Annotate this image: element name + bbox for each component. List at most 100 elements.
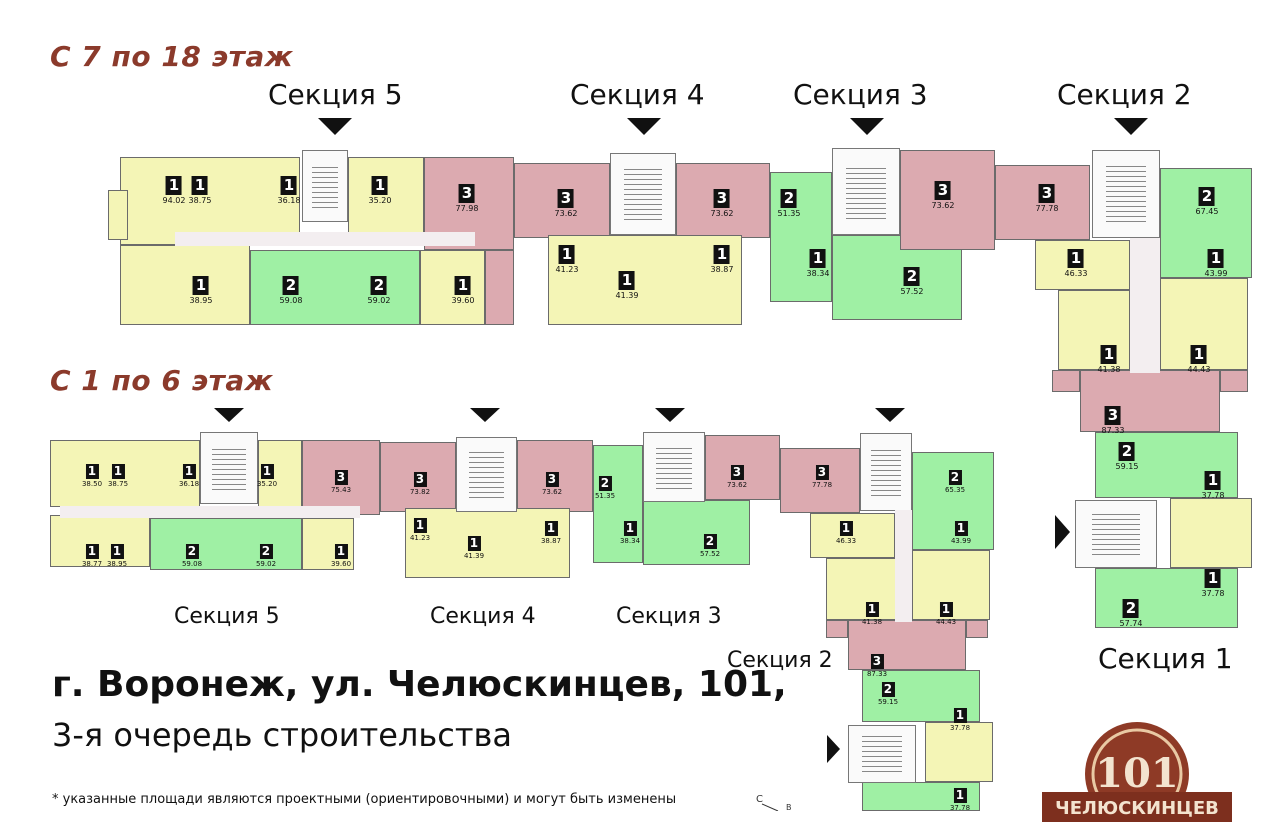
corridor (175, 232, 475, 246)
footnote: * указанные площади являются проектными … (52, 792, 677, 807)
block-yellow (1058, 290, 1130, 370)
block-red (1080, 370, 1220, 432)
block-green (770, 172, 832, 302)
lower-section-3-label: Секция 3 (616, 604, 722, 629)
construction-stage: 3-я очередь строительства (52, 716, 512, 754)
stairwell (610, 153, 676, 235)
floor-title-lower: С 1 по 6 этаж (50, 364, 274, 397)
entrance-arrow-icon (850, 118, 884, 135)
lower-section-5-label: Секция 5 (174, 604, 280, 629)
svg-text:В: В (786, 803, 792, 811)
svg-text:ЧЕЛЮСКИНЦЕВ: ЧЕЛЮСКИНЦЕВ (1055, 798, 1219, 819)
block-yellow (50, 440, 200, 507)
block-yellow (1170, 498, 1252, 568)
lower-section-4-label: Секция 4 (430, 604, 536, 629)
stairwell (1075, 500, 1157, 568)
block-yellow (548, 235, 742, 325)
entrance-arrow-icon (1114, 118, 1148, 135)
compass-icon: С В (756, 794, 792, 811)
svg-text:101: 101 (1095, 750, 1179, 797)
floor-title-upper: С 7 по 18 этаж (50, 40, 294, 73)
block-yellow (810, 513, 895, 558)
block-red (780, 448, 860, 513)
block-red (826, 620, 848, 638)
svg-text:С: С (756, 794, 763, 805)
stairwell (456, 437, 517, 512)
entrance-arrow-icon (875, 408, 905, 422)
section-1-label: Секция 1 (1098, 642, 1233, 675)
block-yellow (925, 722, 993, 782)
upper-section-2-label: Секция 2 (1057, 78, 1192, 111)
lower-section-2-label: Секция 2 (727, 648, 833, 673)
block-yellow (120, 157, 300, 245)
entrance-arrow-icon (470, 408, 500, 422)
block-red (1052, 370, 1080, 392)
entrance-arrow-icon (214, 408, 244, 422)
block-red (485, 250, 514, 325)
entrance-arrow-icon (318, 118, 352, 135)
corridor (895, 510, 912, 622)
block-green (150, 518, 302, 570)
address-heading: г. Воронеж, ул. Челюскинцев, 101, (52, 664, 787, 705)
block-green (1160, 168, 1252, 278)
entrance-arrow-icon (1055, 515, 1070, 549)
block-yellow (50, 515, 150, 567)
stairwell (302, 150, 348, 222)
block-red (900, 150, 995, 250)
entrance-arrow-icon (827, 735, 840, 763)
block-red (966, 620, 988, 638)
block-yellow (348, 157, 424, 245)
upper-section-4-label: Секция 4 (570, 78, 705, 111)
block-yellow (405, 508, 570, 578)
stairwell (1092, 150, 1160, 238)
block-green (250, 250, 420, 325)
corridor (1130, 238, 1160, 373)
entrance-arrow-icon (655, 408, 685, 422)
block-green (643, 500, 750, 565)
stairwell (832, 148, 900, 235)
block-red (848, 620, 966, 670)
